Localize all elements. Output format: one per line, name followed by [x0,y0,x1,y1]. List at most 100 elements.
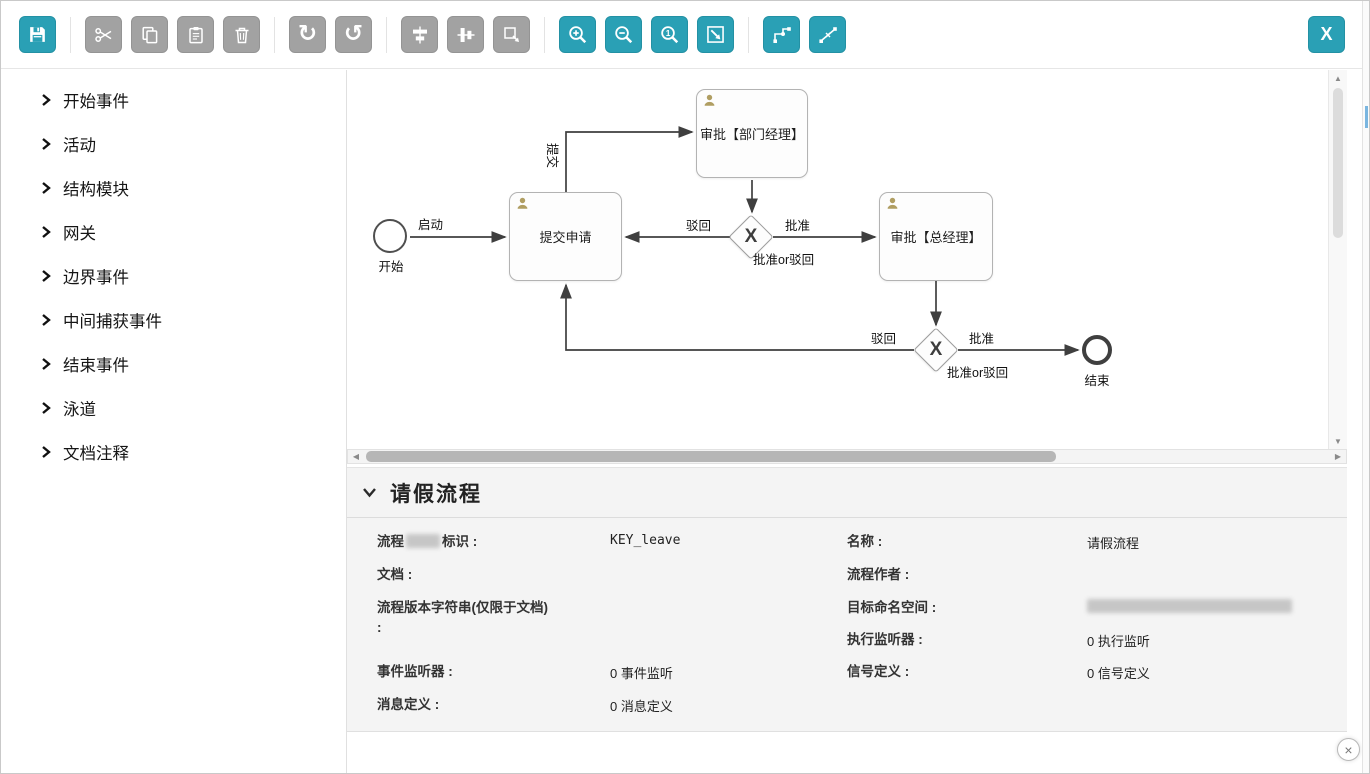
scroll-left-icon[interactable]: ◀ [352,452,360,461]
zoom-in-button[interactable] [559,16,596,53]
exclusive-gateway-2[interactable]: X [913,327,959,373]
palette-group-structural[interactable]: 结构模块 [1,166,346,210]
task-label: 审批【总经理】 [890,230,982,245]
scissors-icon [94,27,111,42]
chevron-right-icon [41,181,51,195]
copy-button[interactable] [131,16,168,53]
toolbar-separator [544,16,545,53]
cut-button[interactable] [85,16,122,53]
start-event-node[interactable] [373,219,407,253]
scroll-right-icon[interactable]: ▶ [1334,452,1342,461]
zoom-actual-icon: 1 [661,26,679,44]
undo-button[interactable]: ↺ [335,16,372,53]
horizontal-scrollbar[interactable]: ◀ ▶ [347,449,1347,464]
toolbar: ↻ ↺ [1,1,1369,69]
align-center-button[interactable] [401,16,438,53]
remove-bendpoint-button[interactable] [809,16,846,53]
end-event-node[interactable] [1082,335,1112,365]
end-event-label: 结束 [1084,374,1110,388]
redacted-text [1087,599,1292,613]
zoom-out-button[interactable] [605,16,642,53]
task-approve-general-manager[interactable]: 审批【总经理】 [879,192,993,281]
field-value-message-definitions: 0 消息定义 [610,699,673,714]
bendpoint-add-icon [772,26,791,43]
bendpoint-remove-icon [818,26,837,43]
paste-button[interactable] [177,16,214,53]
floppy-icon [30,27,45,42]
chevron-right-icon [41,313,51,327]
delete-button[interactable] [223,16,260,53]
task-label: 审批【部门经理】 [699,127,804,142]
palette-group-start-events[interactable]: 开始事件 [1,78,346,122]
process-title: 请假流程 [390,482,482,506]
trash-icon [235,27,248,43]
zoom-in-icon [569,26,587,44]
overlay-dismiss-button[interactable]: × [1337,738,1360,761]
field-label-process-key: 流程标识 : [377,534,478,549]
browser-scrollbar[interactable] [1362,1,1369,773]
user-icon [702,93,717,111]
close-icon: × [1344,741,1353,758]
palette-group-label: 边界事件 [63,269,129,287]
flow-label-submit: 提交 [545,142,560,169]
zoom-actual-button[interactable]: 1 [651,16,688,53]
palette-group-label: 泳道 [63,401,96,419]
palette-group-artifacts[interactable]: 文档注释 [1,430,346,474]
same-size-button[interactable] [493,16,530,53]
scroll-down-icon[interactable]: ▼ [1334,436,1342,446]
redo-button[interactable]: ↻ [289,16,326,53]
palette-group-label: 网关 [63,225,96,243]
toolbar-separator [70,16,71,53]
palette-group-boundary-events[interactable]: 边界事件 [1,254,346,298]
undo-arrow-icon: ↺ [343,21,364,47]
palette-group-gateways[interactable]: 网关 [1,210,346,254]
vertical-scroll-thumb[interactable] [1333,88,1343,238]
flow-label-reject-1: 驳回 [686,219,712,233]
start-event-label: 开始 [378,260,404,274]
palette-group-label: 文档注释 [63,445,129,463]
flow-label-start: 启动 [418,218,444,232]
zoom-out-icon [615,26,633,44]
align-middle-button[interactable] [447,16,484,53]
palette-group-activities[interactable]: 活动 [1,122,346,166]
add-bendpoint-button[interactable] [763,16,800,53]
paste-icon [188,26,203,43]
palette-group-intermediate-events[interactable]: 中间捕获事件 [1,298,346,342]
chevron-right-icon [41,137,51,151]
copy-icon [141,26,157,43]
same-size-icon [503,26,519,42]
field-label-execution-listeners: 执行监听器 : [847,632,923,647]
flow-label-reject-2: 驳回 [871,332,897,346]
horizontal-scroll-thumb[interactable] [366,451,1056,462]
zoom-fit-icon [707,26,724,43]
toolbar-separator [386,16,387,53]
field-label-name: 名称 : [847,534,883,549]
field-label-author: 流程作者 : [847,567,910,582]
properties-header[interactable]: 请假流程 [347,468,1347,518]
exclusive-gateway-1[interactable]: X [728,214,774,260]
task-label: 提交申请 [539,230,592,245]
browser-scroll-thumb[interactable] [1365,106,1368,128]
toolbar-separator [274,16,275,53]
palette-group-swimlanes[interactable]: 泳道 [1,386,346,430]
palette-group-label: 中间捕获事件 [63,313,162,331]
diagram-canvas[interactable]: 开始 启动 提交 提交申请 审批【部门经理】 审批【总经理】 X 批准or驳回 [347,70,1328,449]
save-button[interactable] [19,16,56,53]
close-editor-button[interactable]: X [1308,16,1345,53]
zoom-fit-button[interactable] [697,16,734,53]
redacted-text [406,534,440,548]
task-submit-request[interactable]: 提交申请 [509,192,622,281]
align-center-icon [412,26,427,43]
vertical-scrollbar[interactable]: ▲ ▼ [1328,70,1347,449]
chevron-right-icon [41,401,51,415]
palette-group-end-events[interactable]: 结束事件 [1,342,346,386]
user-icon [885,196,900,214]
flow-label-approve-1: 批准 [785,219,811,233]
properties-panel: 请假流程 流程标识 : KEY_leave 文档 : 流程版本字符串(仅限于文档… [347,467,1347,732]
task-approve-dept-manager[interactable]: 审批【部门经理】 [696,89,808,178]
chevron-right-icon [41,357,51,371]
field-label-documentation: 文档 : [377,567,413,582]
palette-group-label: 结构模块 [63,181,129,199]
scroll-up-icon[interactable]: ▲ [1334,73,1342,83]
